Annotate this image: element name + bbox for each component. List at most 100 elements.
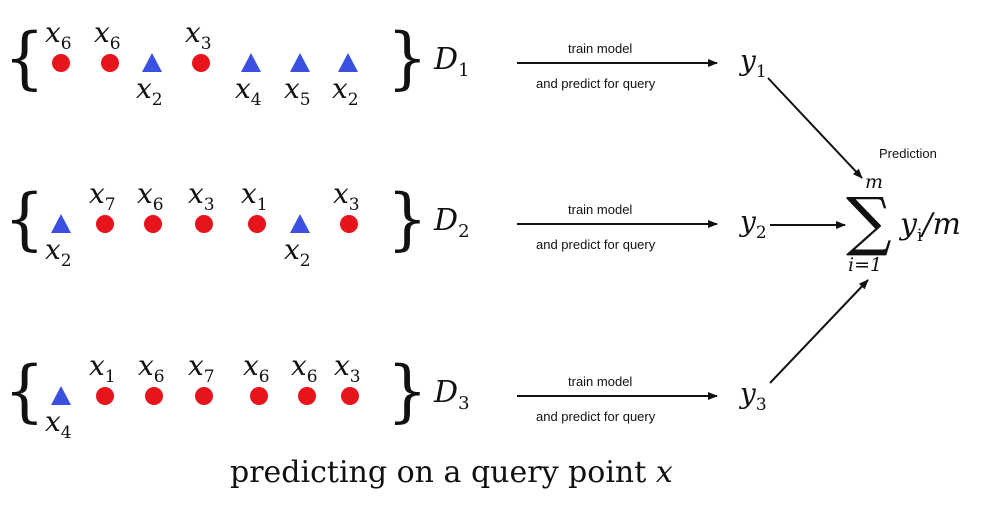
point-var: x: [188, 177, 204, 210]
sum-expr-sub: i: [916, 226, 923, 246]
point-label: x2: [45, 236, 72, 270]
dataset-label: D1: [434, 45, 470, 80]
point-sub: 6: [109, 34, 121, 54]
data-point-circle: [250, 387, 268, 405]
point-var: x: [138, 349, 154, 382]
point-sub: 3: [349, 367, 361, 387]
point-sub: 5: [299, 90, 311, 110]
data-point-circle: [145, 387, 163, 405]
data-point-circle: [248, 215, 266, 233]
point-var: x: [137, 177, 153, 210]
model-output: y3: [740, 380, 767, 414]
output-sub: 3: [755, 395, 767, 415]
set-open-brace: {: [4, 20, 45, 98]
point-sub: 3: [200, 34, 212, 54]
set-close-brace: }: [387, 353, 428, 431]
dataset-letter: D: [434, 42, 459, 77]
point-sub: 1: [256, 195, 268, 215]
point-label: x6: [137, 180, 164, 214]
point-label: x3: [334, 352, 361, 386]
output-var: y: [740, 205, 756, 238]
point-label: x4: [235, 75, 262, 109]
point-label: x6: [94, 19, 121, 53]
point-sub: 2: [151, 90, 163, 110]
model-output: y1: [740, 47, 767, 81]
point-label: x2: [136, 75, 163, 109]
point-var: x: [136, 72, 152, 105]
data-point-circle: [340, 215, 358, 233]
point-sub: 6: [152, 195, 164, 215]
sum-lower-limit: i=1: [848, 254, 883, 276]
data-point-triangle: [338, 53, 358, 72]
data-point-circle: [52, 54, 70, 72]
point-var: x: [185, 16, 201, 49]
dataset-index: 1: [458, 60, 470, 81]
point-var: x: [284, 72, 300, 105]
point-sub: 2: [299, 251, 311, 271]
point-sub: 6: [60, 34, 72, 54]
point-var: x: [94, 16, 110, 49]
data-point-circle: [195, 215, 213, 233]
sum-expr-var: y: [900, 207, 917, 242]
arrow-top-label: train model: [568, 202, 633, 217]
output-var: y: [740, 44, 756, 77]
point-sub: 3: [203, 195, 215, 215]
point-label: x6: [243, 352, 270, 386]
data-point-triangle: [290, 214, 310, 233]
point-sub: 7: [104, 195, 116, 215]
data-point-circle: [341, 387, 359, 405]
point-label: x1: [89, 352, 116, 386]
point-sub: 7: [203, 367, 215, 387]
caption: predicting on a query point x: [230, 458, 673, 488]
point-var: x: [188, 349, 204, 382]
point-sub: 2: [347, 90, 359, 110]
data-point-circle: [298, 387, 316, 405]
point-label: x7: [188, 352, 215, 386]
data-point-triangle: [142, 53, 162, 72]
point-label: x3: [333, 180, 360, 214]
point-var: x: [332, 72, 348, 105]
point-var: x: [45, 16, 61, 49]
data-point-circle: [101, 54, 119, 72]
output-sub: 1: [755, 62, 767, 82]
point-label: x7: [89, 180, 116, 214]
model-output: y2: [740, 208, 767, 242]
point-label: x1: [241, 180, 268, 214]
data-point-triangle: [51, 214, 71, 233]
point-var: x: [45, 405, 61, 438]
point-label: x3: [188, 180, 215, 214]
set-open-brace: {: [4, 353, 45, 431]
point-label: x6: [138, 352, 165, 386]
point-label: x6: [291, 352, 318, 386]
point-var: x: [235, 72, 251, 105]
point-label: x3: [185, 19, 212, 53]
sum-expr-tail: /m: [922, 207, 961, 242]
output-sub: 2: [755, 223, 767, 243]
data-point-triangle: [241, 53, 261, 72]
prediction-label: Prediction: [879, 146, 937, 161]
point-sub: 3: [348, 195, 360, 215]
point-var: x: [243, 349, 259, 382]
point-var: x: [291, 349, 307, 382]
data-point-triangle: [290, 53, 310, 72]
point-var: x: [89, 177, 105, 210]
point-sub: 4: [250, 90, 262, 110]
data-point-triangle: [51, 386, 71, 405]
aggregate-arrow-1: [767, 77, 863, 179]
sum-expression: yi/m: [900, 210, 961, 245]
set-close-brace: }: [387, 181, 428, 259]
point-sub: 2: [60, 251, 72, 271]
arrow-top-label: train model: [568, 41, 633, 56]
caption-var: x: [655, 455, 673, 490]
dataset-letter: D: [434, 203, 459, 238]
point-sub: 6: [306, 367, 318, 387]
arrow-bottom-label: and predict for query: [536, 237, 656, 252]
output-var: y: [740, 377, 756, 410]
arrow-bottom-label: and predict for query: [536, 76, 656, 91]
data-point-circle: [96, 387, 114, 405]
point-var: x: [333, 177, 349, 210]
point-var: x: [45, 233, 61, 266]
set-open-brace: {: [4, 181, 45, 259]
